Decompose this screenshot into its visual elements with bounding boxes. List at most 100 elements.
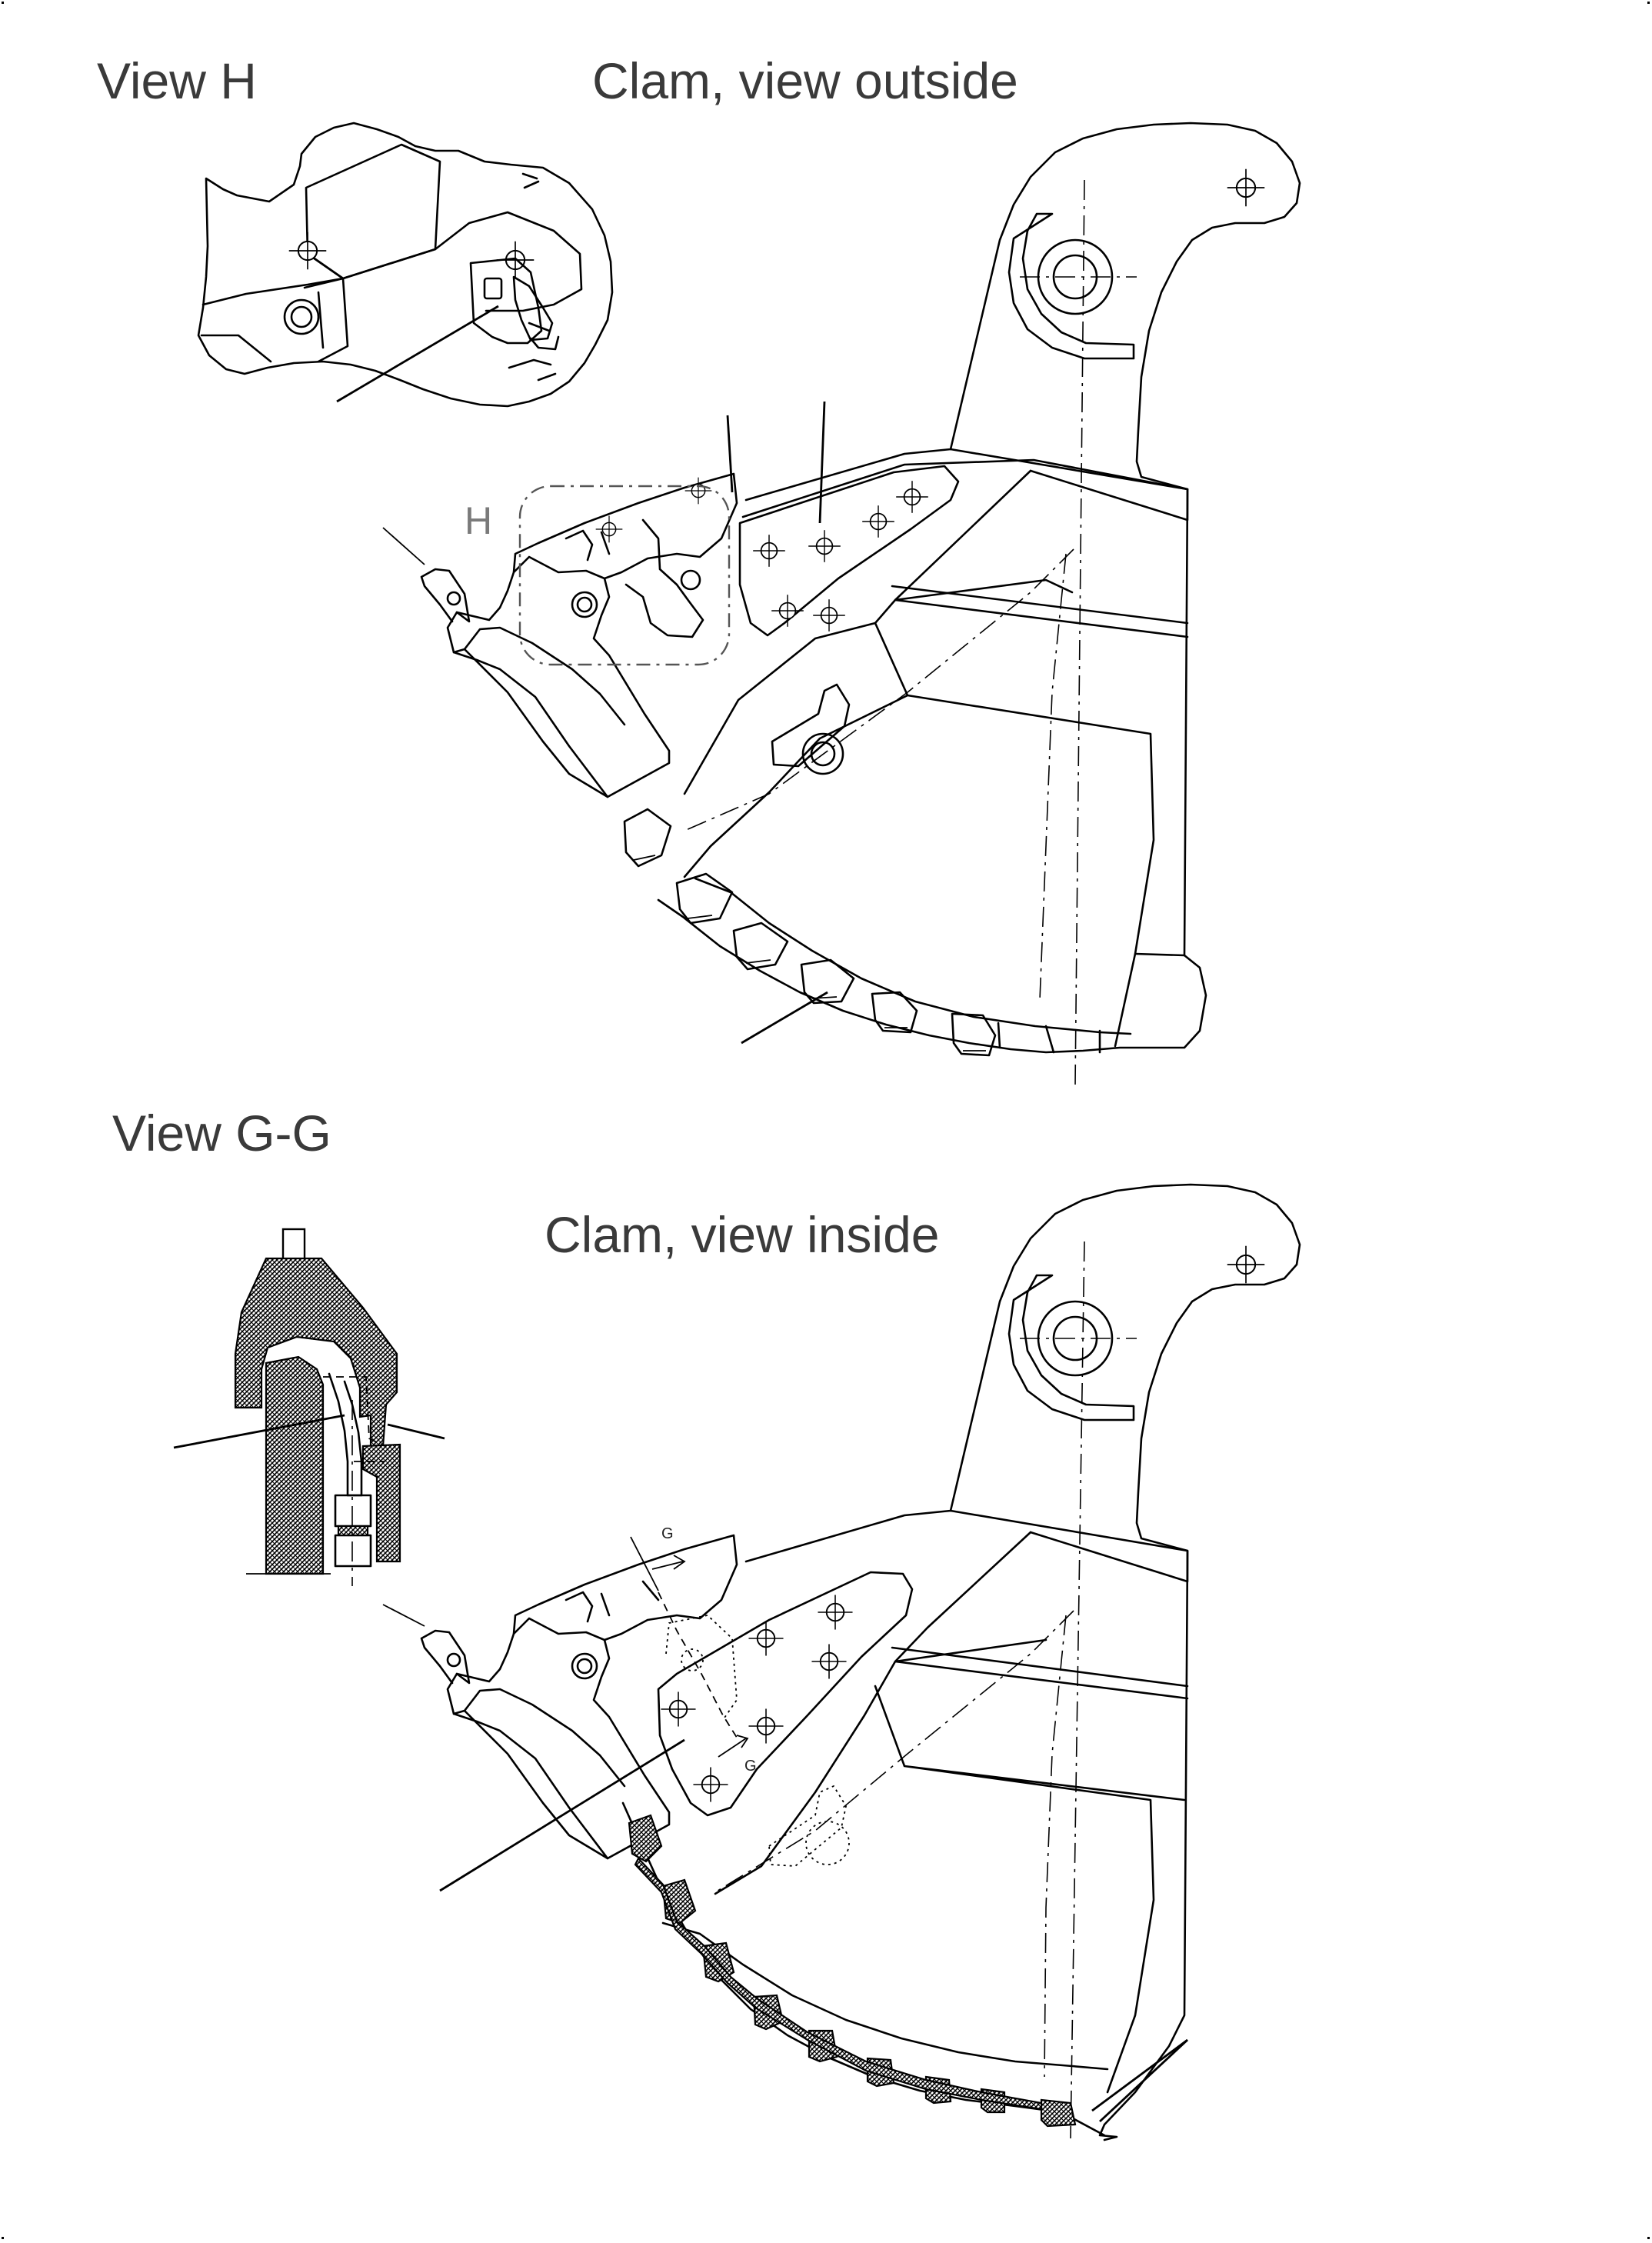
clam-outside-inner-curve <box>694 877 1186 1035</box>
clam-inside-hidden-lug <box>665 1615 847 1867</box>
clam-inside-tooth-tip <box>420 1629 471 1685</box>
gg-top-stub <box>281 1228 306 1261</box>
clam-outside-body <box>657 122 1301 1054</box>
gusset-hole-5 <box>771 594 804 628</box>
clam-outside-frame <box>683 469 1155 1048</box>
section-g-arrow-lower <box>718 1735 749 1758</box>
leader-outside-teeth <box>741 991 828 1045</box>
clam-inside-diag <box>714 1610 1074 1893</box>
inside-gusset-hole-4 <box>811 1643 848 1680</box>
clam-inside <box>382 1183 1301 2141</box>
gusset-hole-4 <box>895 480 929 514</box>
inside-gusset-hole-2 <box>748 1620 784 1657</box>
corner-mark-bottom-right <box>1647 2237 1650 2239</box>
section-g-line-upper <box>630 1536 659 1591</box>
gg-washer <box>337 1525 369 1537</box>
inside-gusset-hole-3 <box>817 1594 854 1631</box>
gusset-hole-1 <box>752 534 786 568</box>
leader-inside-gusset <box>439 1738 685 1892</box>
clam-inside-centerline <box>1070 1241 1085 2139</box>
view-h-bolt-inner <box>290 305 313 328</box>
clam-inside-hidden-pin <box>805 1821 850 1865</box>
gg-lug-right <box>361 1443 401 1563</box>
leader-outside-2 <box>818 401 826 524</box>
gusset-hole-2 <box>808 529 841 563</box>
clam-outside-centerline <box>1074 179 1085 1087</box>
clam-inside-hinge-hook <box>1008 1274 1135 1421</box>
clam-outside-shroud <box>512 472 738 580</box>
clam-outside-title: Clam, view outside <box>592 52 1018 109</box>
view-h-lug <box>303 277 349 363</box>
gusset-hole-6 <box>812 598 846 632</box>
view-h-detail <box>197 122 614 408</box>
clam-outside-shroud-inner <box>565 518 704 638</box>
clam-inside-frame <box>714 1531 1186 2094</box>
clam-outside-top-hole <box>1226 168 1266 208</box>
clam-inside-crossbar <box>891 1646 1189 1700</box>
detail-h-callout <box>518 485 731 666</box>
clam-outside-inner-center <box>1039 553 1067 1001</box>
view-h-title: View H <box>97 52 257 109</box>
clam-inside-shroud <box>512 1534 738 1641</box>
gg-inner-plate <box>265 1355 325 1575</box>
clam-inside-gusset <box>657 1571 914 1817</box>
clam-outside-adapter-face <box>452 626 626 798</box>
corner-mark-top-left <box>2 2 4 4</box>
view-h-slot <box>483 277 503 300</box>
view-h-block-top <box>305 143 441 280</box>
corner-mark-top-right <box>1647 2 1650 4</box>
clam-outside-lug <box>771 683 851 768</box>
gg-leader-left <box>173 1414 345 1449</box>
section-g-cut-line <box>658 1591 739 1741</box>
gg-bolt-shank <box>328 1372 363 1497</box>
clam-outside-bottom-lip <box>997 1022 1101 1054</box>
view-h-stud <box>529 335 560 351</box>
clam-inside-shroud-inner <box>565 1580 660 1623</box>
clam-outside-hinge-hook <box>1008 212 1135 360</box>
clam-inside-wear-pads <box>628 1814 1077 2128</box>
view-h-leader <box>336 305 499 403</box>
clam-outside-tip-pin <box>446 591 461 606</box>
clam-inside-title: Clam, view inside <box>545 1206 940 1263</box>
clam-inside-inner-edge <box>661 1921 1109 2071</box>
clam-outside-top-rim <box>744 448 1189 502</box>
clam-inside-tip-extension <box>382 1604 425 1627</box>
clam-outside-tooth-tip <box>420 568 471 623</box>
clam-inside-adapter-bolt <box>571 1652 598 1680</box>
clam-inside-top-rim <box>744 1509 1189 1583</box>
gusset-hole-3 <box>861 505 895 538</box>
section-g-marker-lower: G <box>744 1758 757 1775</box>
clam-outside-adapter-hole-a <box>595 515 624 544</box>
clam-outside-lug-pin <box>801 732 844 775</box>
view-h-block-face <box>306 211 583 312</box>
gg-leader-right <box>387 1423 445 1440</box>
clam-inside-bottom-edge <box>621 1801 1106 2137</box>
leader-inside-pad-a <box>1091 2038 1188 2112</box>
clam-outside-adapter <box>446 555 671 798</box>
clam-inside-tip-pin <box>446 1652 461 1668</box>
view-gg-section <box>173 1228 445 1586</box>
corner-mark-bottom-left <box>2 2237 4 2239</box>
clam-outside-adapter-bolt <box>571 591 598 618</box>
clam-outside-tip-extension <box>382 527 425 565</box>
clam-outside-crossbar <box>891 585 1189 638</box>
detail-h-marker: H <box>465 499 493 542</box>
clam-inside-hidden-bolt <box>681 1648 704 1671</box>
view-h-frac-lines <box>508 172 557 382</box>
inside-gusset-hole-6 <box>692 1766 729 1803</box>
view-h-bolt-outer <box>283 298 320 335</box>
section-g-marker-upper: G <box>661 1525 674 1542</box>
clam-inside-adapter-face <box>452 1688 626 1860</box>
gg-hidden-outline <box>323 1376 385 1462</box>
clam-outside-diag <box>684 548 1074 832</box>
leader-outside-1 <box>726 415 734 493</box>
clam-outside-gusset <box>738 465 960 637</box>
clam-outside-wear-buttons <box>623 808 997 1057</box>
clam-inside-top-hole <box>1226 1245 1266 1285</box>
clam-inside-body <box>949 1183 1301 2141</box>
view-h-arm <box>200 277 345 363</box>
clam-outside-lug-pin-inner <box>810 741 836 767</box>
clam-outside-shroud-hole <box>680 569 701 591</box>
view-h-clip <box>512 275 554 342</box>
